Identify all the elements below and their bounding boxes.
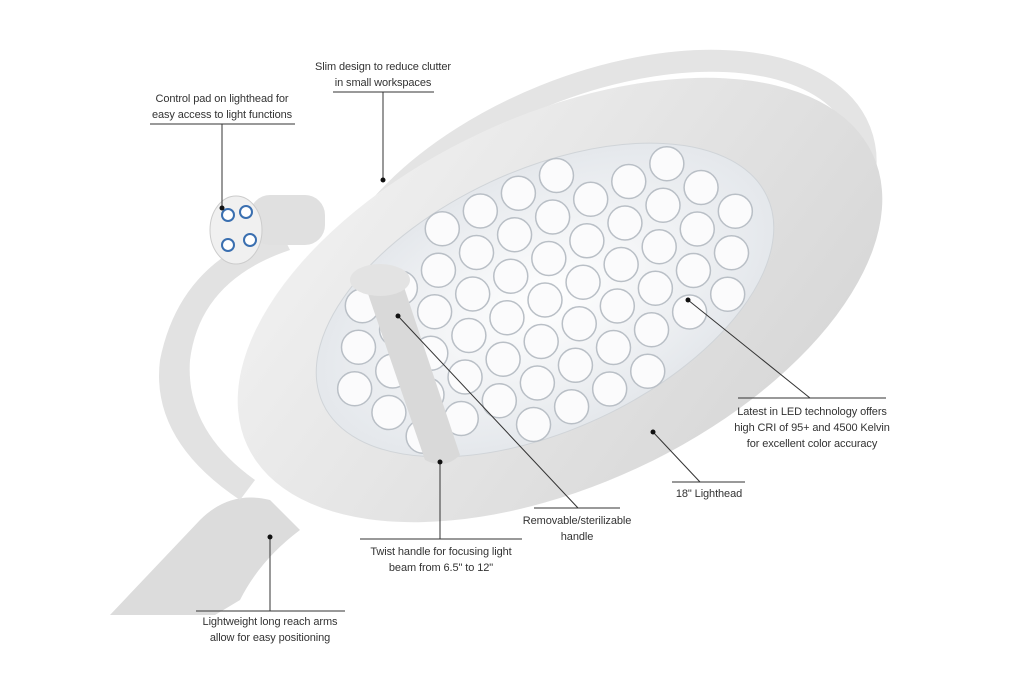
led-lens <box>607 205 643 241</box>
led-lens <box>523 323 559 360</box>
led-lens <box>679 211 716 247</box>
callout-slim-design: Slim design to reduce clutter in small w… <box>315 59 451 91</box>
led-lens <box>336 370 373 407</box>
led-lens <box>599 288 636 324</box>
led-lens <box>553 389 590 425</box>
support-arm <box>110 497 300 615</box>
callout-line-2: allow for easy positioning <box>209 632 331 644</box>
led-lens <box>629 353 666 390</box>
callout-line-2: beam from 6.5" to 12" <box>388 562 494 574</box>
sterilizable-handle <box>365 275 460 464</box>
callout-line-1: Removable/sterilizable <box>522 515 632 527</box>
led-lens <box>485 341 521 378</box>
led-lens <box>683 169 719 206</box>
callout-twist-handle: Twist handle for focusing light beam fro… <box>370 544 511 576</box>
led-lens <box>641 229 677 265</box>
led-lens <box>645 187 681 223</box>
led-lens <box>538 157 575 194</box>
led-lens <box>420 252 457 288</box>
callout-line-1: Lightweight long reach arms <box>202 616 338 628</box>
led-lens <box>565 264 601 301</box>
led-lens <box>591 371 628 407</box>
control-pad-button-icon <box>221 208 235 222</box>
callout-line-1: Twist handle for focusing light <box>370 546 512 558</box>
callout-lighthead: 18" Lighthead <box>676 486 742 502</box>
callout-control-pad: Control pad on lighthead for easy access… <box>152 91 292 123</box>
callout-line-1: Control pad on lighthead for <box>155 93 289 105</box>
led-lens <box>496 216 533 253</box>
led-lens <box>649 145 685 182</box>
callout-line-2: easy access to light functions <box>151 109 293 121</box>
callout-line-1: 18" Lighthead <box>675 488 743 500</box>
handle-cap <box>350 264 410 296</box>
callout-line-2: handle <box>560 531 594 543</box>
control-pad-mount <box>250 195 325 245</box>
control-pad-button-icon <box>221 238 235 252</box>
led-lens <box>534 199 571 235</box>
control-pad-button-icon <box>243 233 257 247</box>
led-lens <box>671 294 708 330</box>
callout-line-2: high CRI of 95+ and 4500 Kelvin <box>734 422 890 434</box>
led-lens <box>371 394 407 431</box>
callout-removable-handle: Removable/sterilizable handle <box>522 513 632 545</box>
callout-arms: Lightweight long reach arms allow for ea… <box>203 614 338 646</box>
led-lens <box>531 240 567 277</box>
led-lens <box>637 270 674 307</box>
led-lens <box>515 406 552 443</box>
callout-led: Latest in LED technology offers high CRI… <box>734 404 890 452</box>
led-lens <box>557 347 594 384</box>
led-lens <box>458 234 495 271</box>
led-lens <box>340 329 377 365</box>
callout-line-1: Latest in LED technology offers <box>737 406 887 418</box>
led-lens <box>633 312 670 348</box>
led-lens <box>569 222 605 259</box>
callout-line-2: in small workspaces <box>334 77 432 89</box>
led-lens <box>561 306 597 342</box>
led-lens <box>611 163 647 200</box>
led-lens <box>489 299 525 336</box>
led-lens <box>500 175 537 211</box>
led-lens <box>493 258 529 294</box>
callout-lines <box>150 91 886 612</box>
yoke-arm <box>159 230 290 500</box>
led-lens <box>675 252 712 289</box>
led-lens <box>416 293 453 330</box>
callout-line-1: Slim design to reduce clutter <box>315 61 451 73</box>
led-lens <box>572 181 609 217</box>
led-lens <box>603 246 639 283</box>
control-pad-button-icon <box>239 205 253 219</box>
callout-line-3: for excellent color accuracy <box>746 438 878 450</box>
callout-dots <box>219 177 691 540</box>
led-lens <box>451 317 487 354</box>
led-lens <box>595 329 632 366</box>
led-lens <box>709 276 746 313</box>
led-lens <box>519 365 556 401</box>
led-lens <box>462 193 499 229</box>
control-pad <box>209 195 263 265</box>
led-lens <box>454 276 491 312</box>
led-lens <box>481 383 518 419</box>
led-lens <box>713 235 750 271</box>
led-lens <box>447 359 483 395</box>
led-lens <box>717 193 754 230</box>
led-lens <box>527 282 563 318</box>
led-lens <box>424 210 461 247</box>
